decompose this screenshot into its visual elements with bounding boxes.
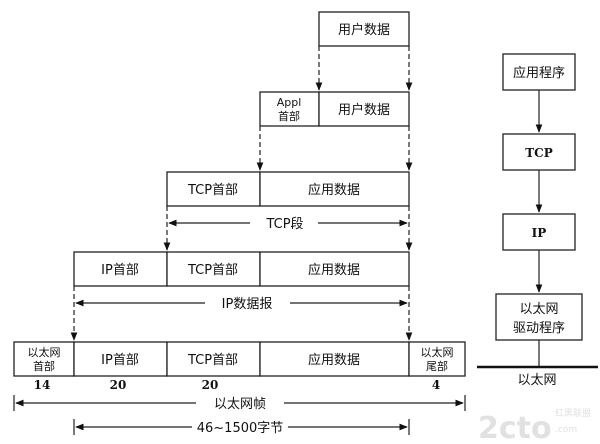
- size-eth-header: 14: [34, 378, 51, 392]
- ethernet-frame-span: 以太网帧: [13, 395, 466, 412]
- user-data-label-2: 用户数据: [338, 102, 390, 118]
- tcp-header-label-2: TCP首部: [187, 263, 238, 278]
- application-row: Appl 首部 用户数据: [259, 91, 410, 127]
- tcp-segment-label: TCP段: [265, 217, 303, 232]
- app-data-label: 应用数据: [308, 182, 360, 198]
- stack-network-label: 以太网: [517, 373, 556, 388]
- stack-ip-label: IP: [532, 226, 547, 240]
- tcp-header-label: TCP首部: [187, 183, 238, 198]
- ip-datagram-label: IP数据报: [222, 297, 273, 312]
- app-data-label-2: 应用数据: [308, 262, 360, 278]
- payload-range-label: 46~1500字节: [197, 421, 284, 436]
- size-tcp-header: 20: [202, 378, 219, 392]
- stack-tcp-label: TCP: [525, 146, 553, 160]
- stack-driver-label-line2: 驱动程序: [513, 321, 565, 336]
- app-data-label-3: 应用数据: [308, 352, 360, 368]
- stack-driver-box: [495, 293, 583, 341]
- watermark-logo: 2cto: [478, 411, 552, 444]
- tcp-header-box-3: [166, 341, 261, 377]
- tcp-header-label-3: TCP首部: [187, 353, 238, 368]
- app-data-box-2: [259, 251, 410, 287]
- stack-application-label: 应用程序: [513, 65, 565, 81]
- payload-range-span: 46~1500字节: [73, 419, 410, 436]
- tcp-segment-row: TCP首部 应用数据: [166, 171, 410, 207]
- user-data-row: 用户数据: [318, 11, 410, 47]
- stack-driver-label-line1: 以太网: [519, 302, 558, 317]
- eth-frame-label: 以太网帧: [214, 397, 266, 412]
- user-data-label: 用户数据: [338, 22, 390, 38]
- appl-header-label-line2: 首部: [278, 109, 300, 123]
- user-data-box-2: [318, 91, 410, 127]
- ip-header-label-2: IP首部: [101, 353, 139, 368]
- ip-header-box: [73, 251, 168, 287]
- app-data-box: [259, 171, 410, 207]
- watermark-site-name: 红黑联盟: [555, 407, 591, 419]
- protocol-stack: 应用程序 TCP IP 以太网 驱动程序 以太网: [477, 53, 598, 388]
- size-eth-trailer: 4: [432, 378, 440, 392]
- tcp-segment-span: TCP段: [168, 217, 408, 232]
- size-ip-header: 20: [110, 378, 127, 392]
- eth-header-label-line1: 以太网: [28, 346, 61, 359]
- site-watermark: 2cto 红黑联盟 .com: [478, 407, 591, 444]
- eth-trailer-label-line2: 尾部: [426, 359, 448, 373]
- tcp-header-box: [166, 171, 261, 207]
- ip-datagram-row: IP首部 TCP首部 应用数据: [73, 251, 410, 287]
- stack-ip-box: [502, 213, 576, 251]
- stack-tcp-box: [502, 133, 576, 171]
- eth-trailer-label-line1: 以太网: [421, 346, 454, 359]
- stack-application-box: [502, 53, 576, 91]
- ethernet-frame-row: 以太网 首部 IP首部 TCP首部 应用数据 以太网 尾部: [13, 341, 466, 377]
- watermark-logo-suffix: .com: [555, 425, 577, 435]
- app-data-box-3: [259, 341, 410, 377]
- field-sizes: 14 20 20 4: [34, 378, 441, 392]
- user-data-box: [318, 11, 410, 47]
- ip-header-label: IP首部: [101, 263, 139, 278]
- ip-datagram-span: IP数据报: [75, 297, 408, 312]
- eth-header-label-line2: 首部: [33, 359, 55, 373]
- eth-trailer-box: [408, 341, 466, 377]
- eth-header-box: [13, 341, 75, 377]
- appl-header-label-line1: Appl: [277, 96, 302, 109]
